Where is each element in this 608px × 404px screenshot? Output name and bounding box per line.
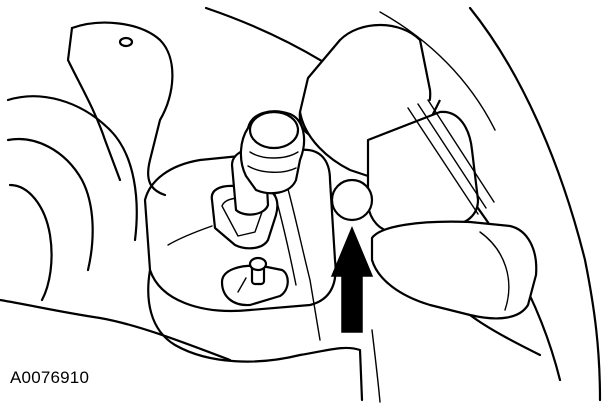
housing-lower-line	[468, 313, 542, 357]
lever-knob-cap	[248, 110, 300, 150]
lever-knob-rings	[247, 151, 299, 173]
column-ribs	[407, 99, 495, 215]
left-arc-top	[6, 95, 138, 242]
figure-id-label: A0076910	[10, 368, 90, 387]
left-base-line	[0, 298, 232, 362]
mount-hole-upper	[118, 36, 134, 48]
left-arc-low	[8, 183, 53, 302]
up-arrow-icon	[330, 226, 374, 333]
lower-trim	[298, 346, 364, 402]
plate-lower-edge	[147, 268, 302, 363]
target-hole-marker	[330, 178, 374, 222]
upper-bracket-inner	[66, 26, 122, 182]
cable	[167, 225, 213, 246]
inner-panel-curve	[379, 11, 496, 131]
pin-base	[220, 264, 289, 307]
column-lower-housing	[370, 220, 538, 320]
upper-bracket	[70, 21, 174, 197]
left-arc-mid	[6, 137, 94, 272]
outer-panel-edge	[468, 6, 602, 402]
column-flange	[366, 110, 480, 234]
bracket-plate	[143, 148, 337, 312]
lower-trim-2	[371, 329, 381, 403]
pin-slot	[237, 277, 247, 293]
lever-socket	[210, 184, 279, 250]
housing-edge	[479, 231, 510, 311]
pin-head	[248, 256, 268, 272]
